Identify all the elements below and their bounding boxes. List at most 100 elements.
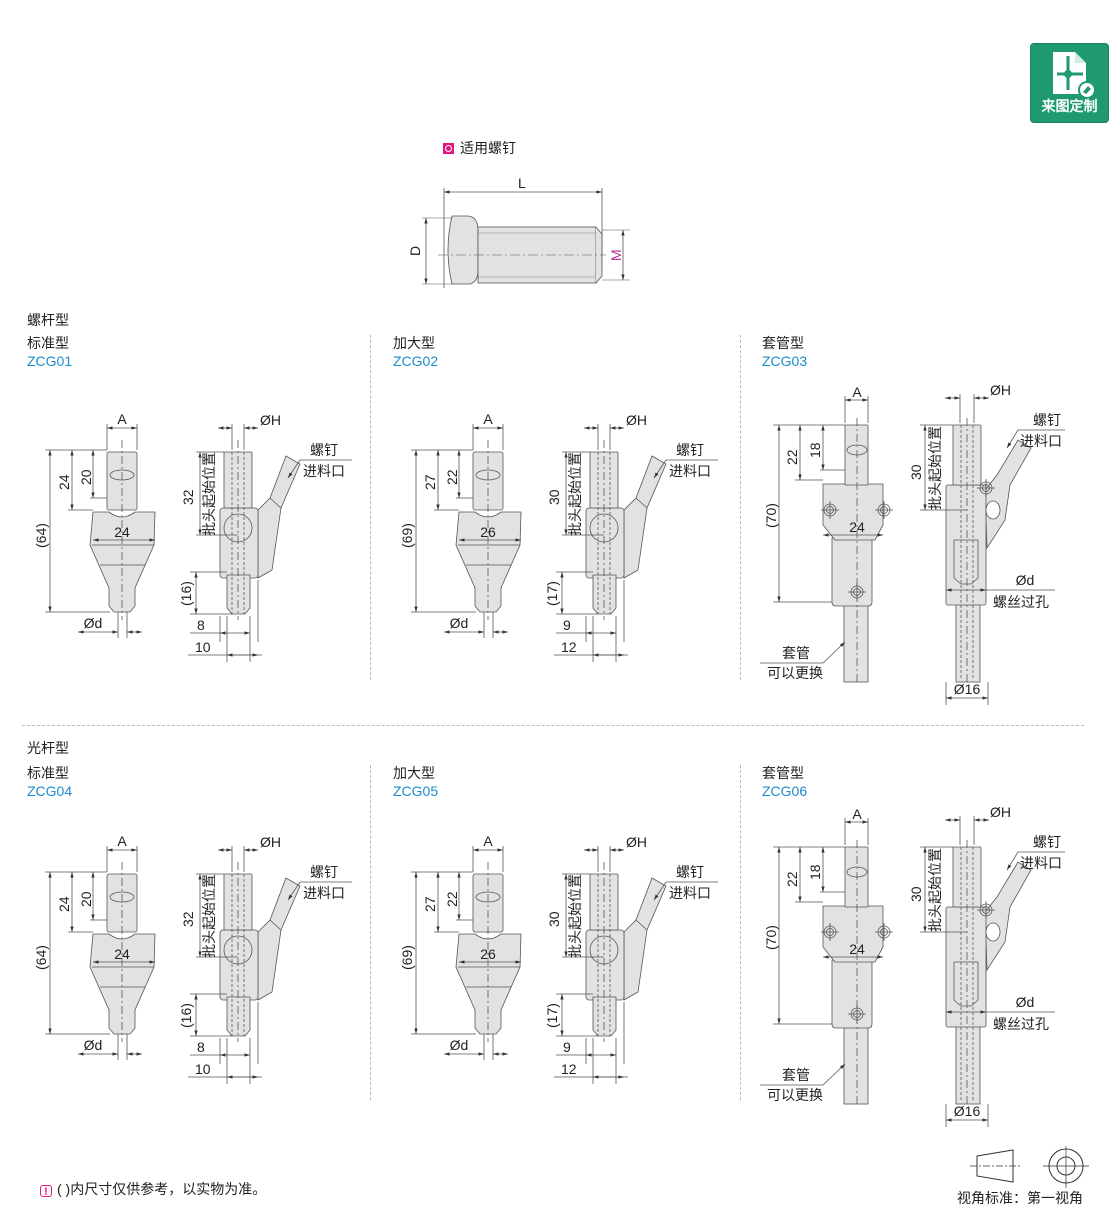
bit-holder: [953, 539, 979, 585]
h-label: ØH: [260, 834, 281, 850]
inlet-edge: [269, 497, 282, 509]
nozzle-body: [89, 511, 156, 613]
projection-standard: 视角标准：第一视角: [957, 1190, 1083, 1206]
width1-label: 9: [563, 617, 571, 633]
leader-line: [287, 459, 301, 479]
panel-type: 套管型: [762, 335, 804, 351]
h-label: ØH: [626, 834, 647, 850]
thread-label: M: [608, 249, 624, 261]
height1-label: 22: [784, 449, 800, 465]
mounting-hole: [977, 901, 995, 919]
width-label: 24: [849, 519, 865, 535]
total-height-label: (69): [399, 945, 415, 970]
hole-diameter-label: Ød: [1016, 994, 1035, 1010]
feed-inlet: [257, 455, 301, 579]
tip-length-label: (17): [544, 581, 560, 606]
panel-type: 加大型: [393, 765, 435, 781]
length-label: L: [518, 175, 526, 191]
height1-label: 27: [422, 896, 438, 912]
height1-label: 22: [784, 871, 800, 887]
product-code[interactable]: ZCG05: [393, 783, 439, 799]
product-code[interactable]: ZCG02: [393, 353, 439, 369]
mounting-hole: [875, 501, 893, 519]
feed-inlet: [257, 877, 301, 1001]
panel-type: 套管型: [762, 765, 804, 781]
width1-label: 9: [563, 1039, 571, 1055]
footer-note: !( )内尺寸仅供参考，以实物为准。: [40, 1181, 267, 1198]
screw-title-row: 适用螺钉: [443, 140, 516, 156]
height1-label: 27: [422, 474, 438, 490]
joint-block: [585, 929, 625, 1001]
joint-block: [219, 929, 259, 1001]
a-label: A: [852, 384, 862, 400]
leader-line: [287, 881, 301, 901]
h-label: ØH: [260, 412, 281, 428]
tip-diameter-label: Ød: [84, 1037, 103, 1053]
a-label: A: [483, 833, 493, 849]
sleeve-label-1: 套管: [782, 1067, 810, 1083]
section-divider: [22, 725, 1084, 726]
product-code[interactable]: ZCG04: [27, 783, 73, 799]
feed-label-2: 进料口: [303, 463, 345, 479]
feed-label-2: 进料口: [669, 463, 711, 479]
width2-label: 10: [195, 639, 211, 655]
h-label: ØH: [990, 382, 1011, 398]
replaceable-sleeve: [955, 599, 981, 683]
total-height-label: (64): [33, 945, 49, 970]
section-title-plain: 光杆型: [27, 740, 69, 756]
height2-label: 20: [78, 891, 94, 907]
start-position-label: 30: [546, 911, 562, 927]
side-window: [985, 500, 1001, 520]
width-label: 26: [480, 946, 496, 962]
total-height-label: (64): [33, 523, 49, 548]
first-angle-projection-symbol: [970, 1146, 1089, 1188]
width2-label: 12: [561, 1061, 577, 1077]
start-position-label: 32: [180, 489, 196, 505]
tip-length-label: (16): [178, 581, 194, 606]
start-position-label: 30: [908, 464, 924, 480]
panel-type: 加大型: [393, 335, 435, 351]
hole-diameter-label: Ød: [1016, 572, 1035, 588]
start-position-caption: 批头起始位置: [201, 452, 217, 536]
sleeve-diameter-label: Ø16: [954, 681, 981, 697]
custom-drawing-logo[interactable]: 来图定制: [1030, 43, 1109, 123]
height2-label: 22: [444, 891, 460, 907]
product-code[interactable]: ZCG03: [762, 353, 808, 369]
lower-rod: [226, 996, 251, 1037]
a-label: A: [117, 833, 127, 849]
leader-line: [1006, 851, 1019, 871]
tip-diameter-label: Ød: [450, 1037, 469, 1053]
logo-label: 来图定制: [1041, 98, 1098, 114]
feed-label-1: 螺钉: [1033, 412, 1061, 428]
feed-label-1: 螺钉: [310, 864, 338, 880]
upper-block: [822, 483, 884, 541]
total-height-label: (69): [399, 523, 415, 548]
product-code[interactable]: ZCG01: [27, 353, 73, 369]
width-label: 24: [849, 941, 865, 957]
sleeve-diameter-label: Ø16: [954, 1103, 981, 1119]
footer-note-text: ( )内尺寸仅供参考，以实物为准。: [57, 1181, 267, 1197]
replaceable-sleeve: [955, 1021, 981, 1105]
start-position-caption: 批头起始位置: [927, 848, 943, 932]
start-position-caption: 批头起始位置: [927, 426, 943, 510]
product-code[interactable]: ZCG06: [762, 783, 808, 799]
feed-inlet: [623, 877, 667, 1001]
inlet-edge: [635, 919, 648, 931]
leader-line: [1006, 429, 1019, 449]
start-position-label: 30: [908, 886, 924, 902]
mounting-hole: [875, 923, 893, 941]
inlet-edge: [269, 919, 282, 931]
sleeve-label-2: 可以更换: [767, 1087, 823, 1103]
